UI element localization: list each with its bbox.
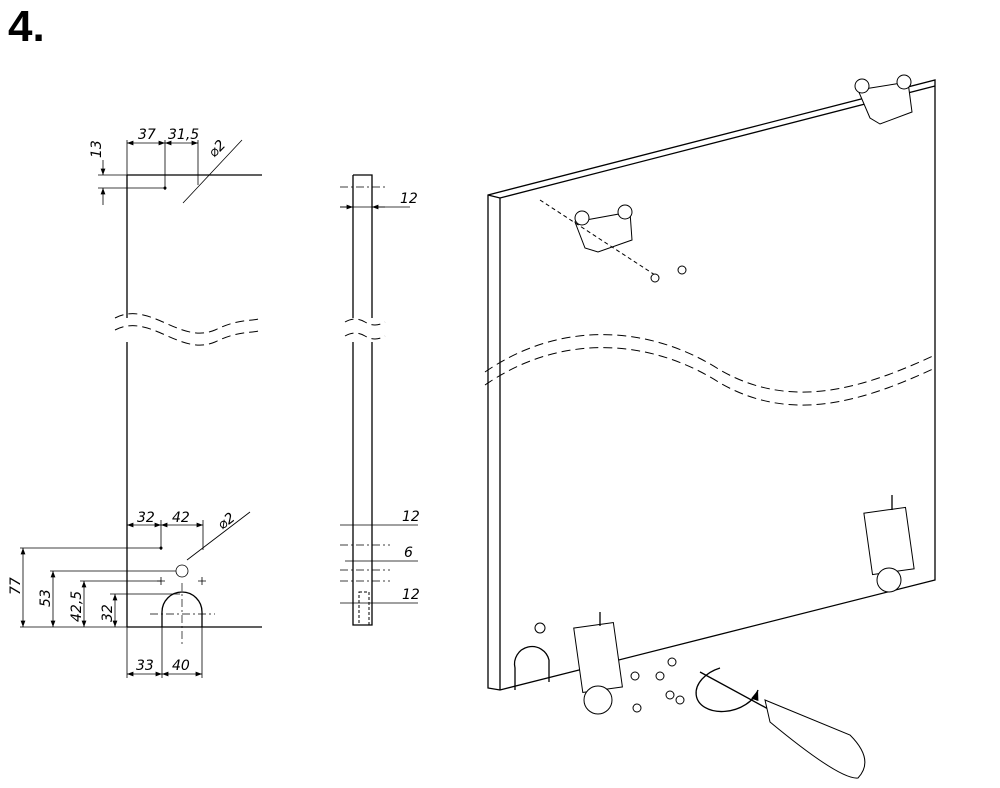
dim-side-6: 6 [404,545,413,561]
front-view-drawing: 37 31,5 13 ⌀2 32 42 ⌀2 77 53 42,5 32 [8,127,263,678]
dim-37: 37 [138,127,156,143]
door-panel-perspective [484,74,936,779]
dim-42: 42 [172,510,190,526]
step-number: 4. [8,2,45,51]
dim-side-12-bottom: 12 [402,587,420,603]
dim-side-12-top: 12 [400,191,418,207]
dim-42-5: 42,5 [69,591,85,622]
top-guide-hardware [539,74,913,283]
dim-77: 77 [8,577,24,595]
bottom-roller-hardware [534,495,915,715]
side-view-drawing: 12 12 6 12 [340,174,420,626]
dim-33: 33 [136,658,154,674]
dim-diameter-bottom: ⌀2 [215,510,239,533]
dim-13: 13 [89,140,105,158]
screwdriver-icon [695,667,866,779]
dim-side-12-mid: 12 [402,509,420,525]
dim-40: 40 [172,658,190,674]
dim-53: 53 [38,589,54,607]
dim-32-top: 32 [137,510,155,526]
dim-31-5: 31,5 [168,127,199,143]
dim-32-side: 32 [100,604,116,622]
